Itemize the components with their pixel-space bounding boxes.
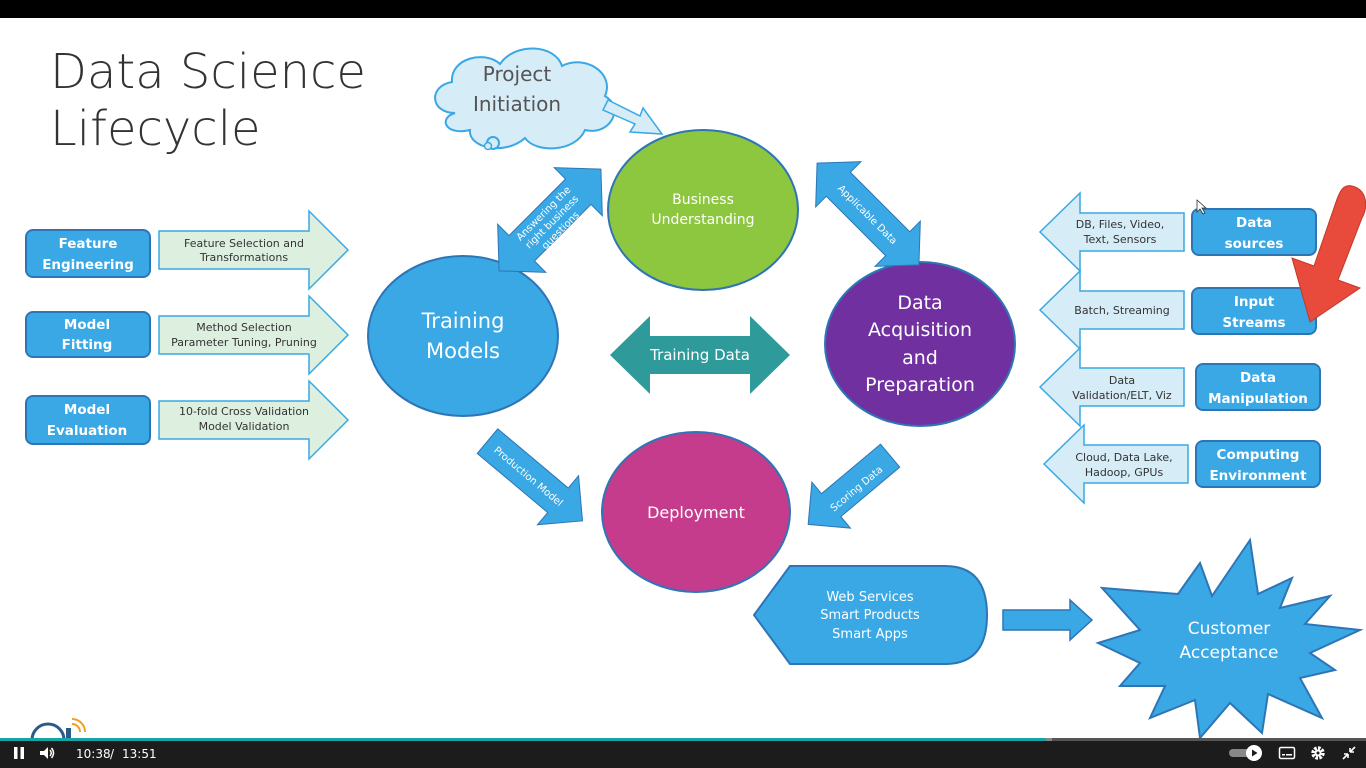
- training-data-arrow: [610, 316, 790, 394]
- slide: Data Science Lifecycle Project Initiatio…: [0, 18, 1366, 738]
- feature-engineering-line1: Feature: [59, 236, 118, 252]
- feature-engineering-line2: Engineering: [42, 257, 134, 273]
- input-streams-line2: Streams: [1222, 315, 1285, 331]
- duration: 13:51: [122, 747, 157, 761]
- data-acquisition-line1: Data: [897, 292, 942, 314]
- project-initiation-cloud: Project Initiation: [434, 47, 616, 151]
- computing-environment-line1: Computing: [1217, 447, 1300, 463]
- data-acquisition-line4: Preparation: [865, 374, 975, 396]
- deployment-label: Deployment: [647, 503, 745, 522]
- autoplay-toggle-icon[interactable]: [1228, 744, 1264, 762]
- model-fitting-line2: Fitting: [62, 337, 113, 353]
- exit-fullscreen-icon[interactable]: [1340, 744, 1358, 762]
- current-time: 10:38: [76, 747, 111, 761]
- computing-environment-item: Cloud, Data Lake, Hadoop, GPUs Computing…: [1042, 423, 1321, 505]
- model-evaluation-item: Model Evaluation 10-fold Cross Validatio…: [25, 379, 350, 461]
- model-fitting-item: Model Fitting Method Selection Parameter…: [25, 294, 350, 376]
- project-initiation-line2: Initiation: [473, 92, 561, 116]
- data-manipulation-detail1: Data: [1109, 374, 1135, 387]
- mouse-cursor-icon: [1196, 199, 1208, 215]
- model-evaluation-line1: Model: [64, 402, 110, 418]
- training-models-line1: Training: [421, 309, 505, 333]
- model-evaluation-line2: Evaluation: [47, 423, 127, 439]
- data-manipulation-detail2: Validation/ELT, Viz: [1072, 389, 1172, 402]
- computing-environment-line2: Environment: [1209, 468, 1307, 484]
- progress-fill: [0, 738, 1047, 741]
- services-line3: Smart Apps: [832, 627, 908, 642]
- captions-icon[interactable]: [1278, 744, 1296, 762]
- input-streams-line1: Input: [1234, 294, 1275, 310]
- training-models-line2: Models: [426, 339, 500, 363]
- model-evaluation-detail1: 10-fold Cross Validation: [179, 405, 309, 418]
- model-evaluation-detail2: Model Validation: [199, 420, 290, 433]
- data-sources-detail2: Text, Sensors: [1083, 233, 1157, 246]
- data-acquisition-line3: and: [902, 347, 938, 369]
- data-manipulation-line2: Manipulation: [1208, 391, 1308, 407]
- red-highlight-arrow: [1291, 185, 1366, 323]
- model-fitting-detail1: Method Selection: [196, 321, 291, 334]
- customer-acceptance-line1: Customer: [1188, 619, 1271, 639]
- business-understanding-node: [607, 129, 799, 291]
- pause-icon[interactable]: [10, 744, 28, 762]
- scoring-data-arrow: Scoring Data: [807, 443, 901, 529]
- data-acquisition-line2: Acquisition: [868, 319, 972, 341]
- feature-engineering-item: Feature Engineering Feature Selection an…: [25, 209, 350, 291]
- services-line2: Smart Products: [820, 608, 920, 623]
- input-streams-item: Batch, Streaming Input Streams: [1038, 269, 1317, 351]
- business-understanding-line1: Business: [672, 192, 734, 208]
- production-model-arrow: Production Model: [476, 428, 584, 526]
- training-data-label: Training Data: [649, 346, 750, 364]
- project-initiation-line1: Project: [483, 62, 552, 86]
- title-line-1: Data Science: [50, 44, 366, 100]
- data-sources-line1: Data: [1236, 215, 1272, 231]
- deployment-node: [601, 431, 791, 593]
- data-sources-line2: sources: [1225, 236, 1284, 252]
- data-acquisition-node: [824, 261, 1016, 427]
- model-fitting-detail2: Parameter Tuning, Pruning: [171, 336, 317, 349]
- services-line1: Web Services: [826, 590, 914, 605]
- data-sources-detail1: DB, Files, Video,: [1076, 218, 1164, 231]
- model-fitting-line1: Model: [64, 317, 110, 333]
- slide-title: Data Science Lifecycle: [50, 44, 366, 158]
- business-understanding-line2: Understanding: [651, 212, 754, 228]
- customer-acceptance-burst: Customer Acceptance: [1095, 537, 1364, 738]
- computing-environment-detail2: Hadoop, GPUs: [1085, 466, 1164, 479]
- video-controls-bar: 10:38 / 13:51: [0, 738, 1366, 768]
- feature-engineering-detail2: Transformations: [199, 251, 289, 264]
- volume-icon[interactable]: [38, 744, 56, 762]
- time-separator: /: [110, 747, 115, 761]
- progress-track[interactable]: [0, 738, 1366, 741]
- initiation-arrow: [601, 98, 664, 135]
- input-streams-detail: Batch, Streaming: [1074, 304, 1169, 317]
- acceptance-arrow: [1002, 598, 1094, 642]
- gear-icon[interactable]: [1309, 744, 1327, 762]
- services-box: Web Services Smart Products Smart Apps: [752, 565, 989, 665]
- data-manipulation-line1: Data: [1240, 370, 1276, 386]
- title-line-2: Lifecycle: [50, 101, 261, 157]
- data-manipulation-item: Data Validation/ELT, Viz Data Manipulati…: [1038, 346, 1321, 428]
- feature-engineering-detail1: Feature Selection and: [184, 237, 304, 250]
- lifecycle-diagram: Project Initiation Business Understandin…: [25, 47, 1366, 738]
- data-sources-item: DB, Files, Video, Text, Sensors Data sou…: [1038, 191, 1317, 273]
- customer-acceptance-line2: Acceptance: [1180, 643, 1279, 663]
- training-models-node: [367, 255, 559, 417]
- computing-environment-detail1: Cloud, Data Lake,: [1075, 451, 1172, 464]
